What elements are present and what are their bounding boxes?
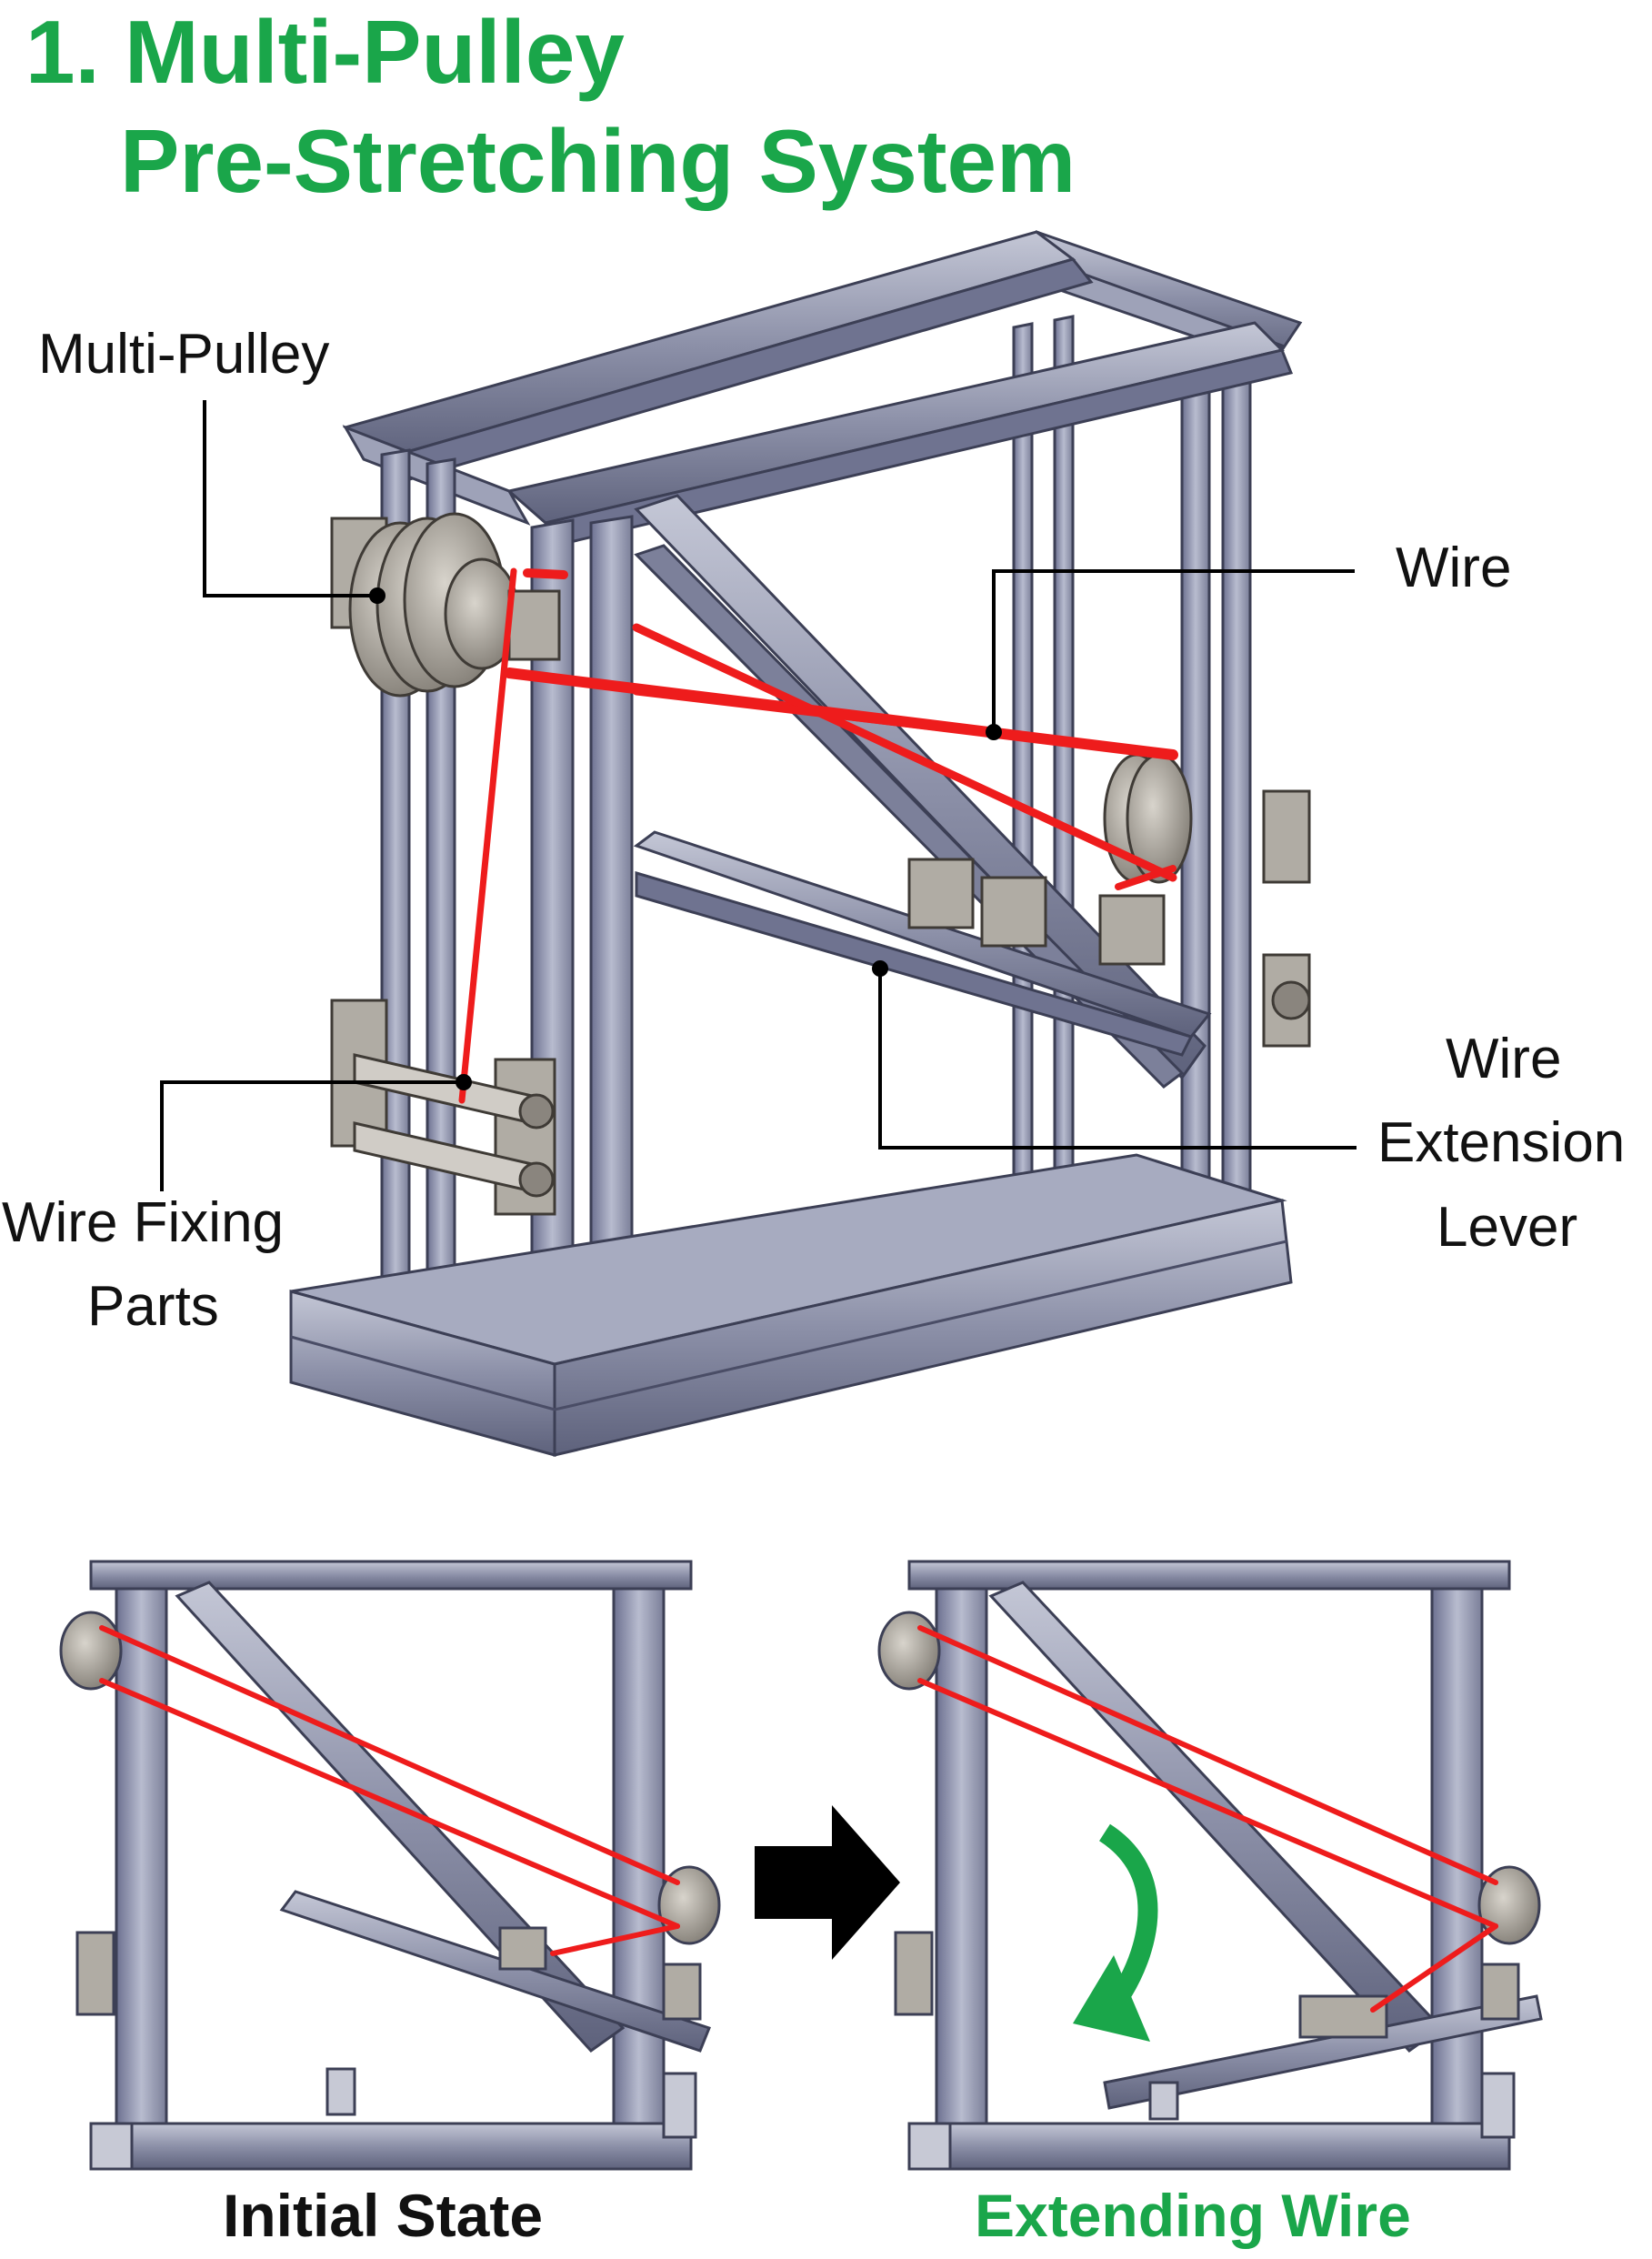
label-multi-pulley: Multi-Pulley <box>38 323 330 386</box>
callout-lines <box>160 400 1357 1191</box>
wire-3d <box>458 567 1178 1104</box>
title-line-2: Pre-Stretching System <box>120 111 1076 211</box>
title-line-1: 1. Multi-Pulley <box>25 2 625 102</box>
extension-lever-3d <box>633 830 1212 1057</box>
initial-state-wire <box>99 1625 680 1956</box>
rotation-arrow-icon <box>1073 1823 1158 2042</box>
extending-wire-wire <box>917 1625 1498 2013</box>
label-wire-fixing-line-1: Wire Fixing <box>2 1191 285 1254</box>
label-lever-line-1: Wire <box>1446 1028 1562 1090</box>
transition-arrow <box>755 1805 900 1960</box>
wire-fixing-parts-3d <box>330 999 556 1216</box>
label-wire: Wire <box>1396 537 1512 599</box>
lever-bearing-blocks <box>907 858 1166 966</box>
bottom-rails <box>289 1153 1293 1457</box>
caption-initial-state: Initial State <box>223 2182 544 2249</box>
multi-pulley-left <box>330 512 561 698</box>
label-lever-line-2: Extension <box>1377 1111 1626 1174</box>
extending-wire-diagram <box>877 1560 1543 2171</box>
label-lever-line-3: Lever <box>1437 1196 1578 1259</box>
initial-state-diagram <box>59 1560 721 2171</box>
label-wire-fixing-line-2: Parts <box>87 1275 219 1338</box>
caption-extending-wire: Extending Wire <box>975 2182 1411 2249</box>
